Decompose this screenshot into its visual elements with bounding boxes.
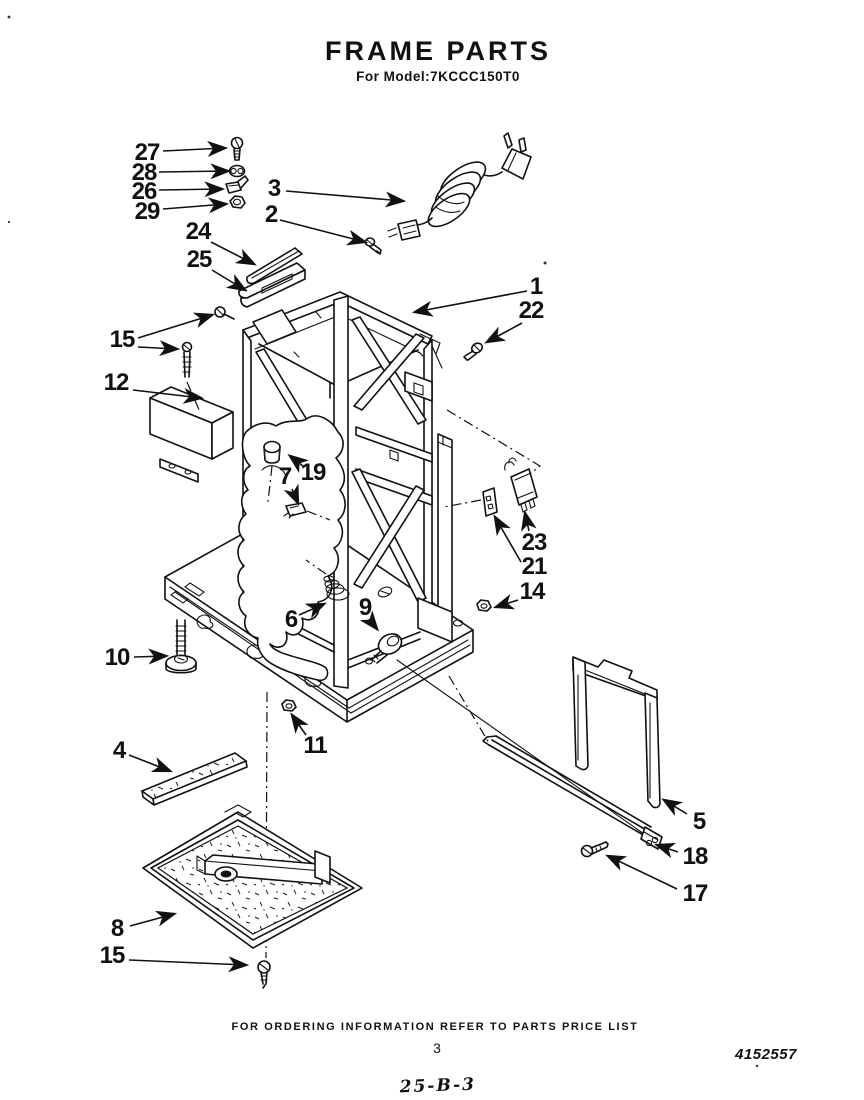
screw-15-bottom bbox=[257, 960, 271, 989]
screw-15-top bbox=[214, 306, 235, 320]
leveling-foot bbox=[165, 619, 197, 674]
screw-27 bbox=[230, 136, 244, 161]
callout-27: 27 bbox=[135, 139, 160, 166]
callout-leaders bbox=[128, 140, 688, 973]
footer-ordering-note: FOR ORDERING INFORMATION REFER TO PARTS … bbox=[232, 1021, 639, 1033]
bracket-12 bbox=[149, 386, 234, 483]
footer-page-number: 3 bbox=[433, 1040, 441, 1056]
callout-8: 8 bbox=[111, 915, 124, 942]
callout-4: 4 bbox=[113, 737, 127, 764]
callout-28: 28 bbox=[132, 159, 157, 186]
callout-12: 12 bbox=[104, 369, 129, 396]
switch bbox=[446, 409, 542, 513]
clip-26 bbox=[225, 175, 249, 194]
scan-specks bbox=[7, 15, 759, 1068]
callout-21: 21 bbox=[522, 553, 547, 580]
callout-2: 2 bbox=[265, 201, 278, 228]
callout-19: 19 bbox=[301, 459, 326, 486]
callout-17: 17 bbox=[683, 880, 708, 907]
callout-11: 11 bbox=[303, 732, 327, 759]
drive-coupler bbox=[364, 633, 403, 665]
screw-15-mid bbox=[181, 341, 201, 413]
page-subtitle: For Model:7KCCC150T0 bbox=[356, 69, 520, 84]
callout-26: 26 bbox=[132, 178, 157, 205]
slide-rail bbox=[482, 735, 663, 850]
hex-nut-14 bbox=[476, 599, 492, 612]
side-panel bbox=[572, 656, 661, 809]
bumper-button bbox=[263, 440, 281, 503]
page-title: FRAME PARTS bbox=[325, 36, 551, 66]
bottom-pan bbox=[142, 804, 363, 949]
screw-22 bbox=[463, 342, 484, 361]
callout-23: 23 bbox=[522, 529, 547, 556]
washer-28 bbox=[228, 164, 246, 178]
callout-5: 5 bbox=[693, 808, 706, 835]
screw-17 bbox=[580, 841, 609, 858]
callout-15a: 15 bbox=[110, 326, 135, 353]
callout-labels: 27 28 26 29 24 25 3 2 1 22 15 12 19 7 23… bbox=[100, 139, 709, 969]
callout-22: 22 bbox=[519, 297, 544, 324]
insulation-strip bbox=[140, 752, 248, 806]
screw-2 bbox=[364, 237, 382, 255]
callout-15b: 15 bbox=[100, 942, 125, 969]
callout-18: 18 bbox=[683, 843, 708, 870]
hex-nut-11 bbox=[281, 699, 297, 712]
callout-3: 3 bbox=[268, 175, 281, 202]
spring bbox=[305, 559, 350, 601]
callout-24: 24 bbox=[186, 218, 212, 245]
footer-stamp: 25-B-3 bbox=[398, 1075, 476, 1098]
trim-channel-25 bbox=[238, 262, 306, 308]
callout-1: 1 bbox=[530, 273, 543, 300]
nut-29 bbox=[229, 195, 246, 209]
callout-9: 9 bbox=[359, 594, 372, 621]
callout-14: 14 bbox=[520, 578, 546, 605]
footer-doc-number: 4152557 bbox=[734, 1046, 797, 1063]
callout-29: 29 bbox=[135, 198, 160, 225]
callout-7: 7 bbox=[279, 463, 292, 490]
callout-25: 25 bbox=[187, 246, 212, 273]
switch-bracket bbox=[443, 487, 498, 517]
callout-10: 10 bbox=[105, 644, 130, 671]
wiring-harness bbox=[237, 415, 346, 682]
callout-6: 6 bbox=[285, 606, 298, 633]
power-cord bbox=[387, 132, 532, 241]
